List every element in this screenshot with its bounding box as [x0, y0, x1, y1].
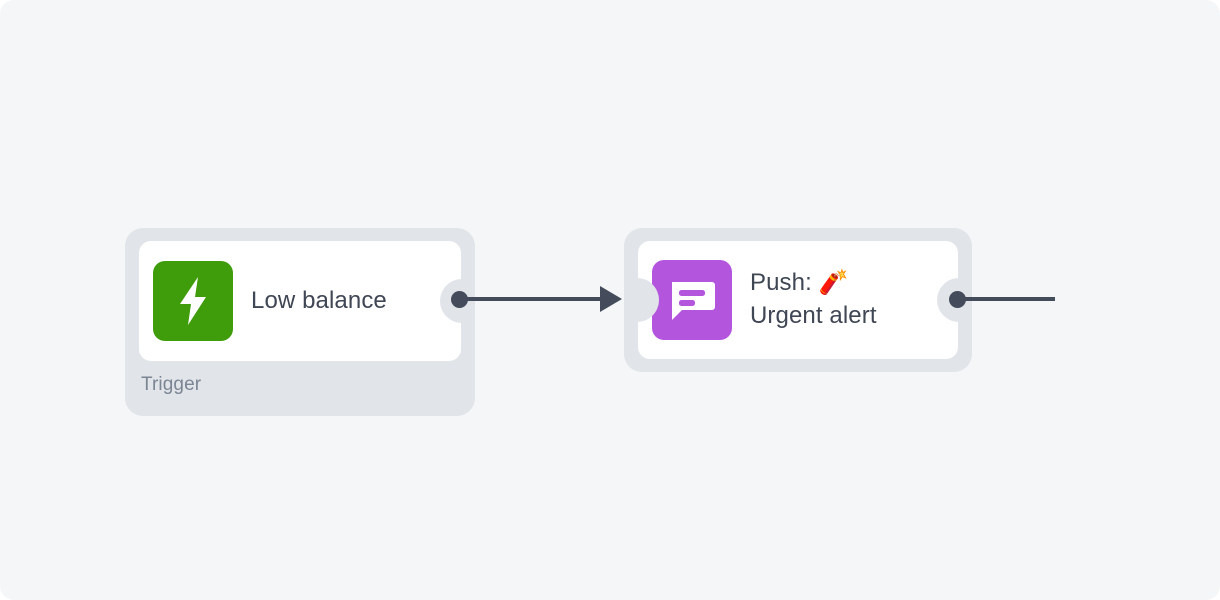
- push-output-port[interactable]: [949, 291, 966, 308]
- edge-push-outgoing-line: [960, 297, 1055, 301]
- push-node-card[interactable]: Push: 🧨 Urgent alert: [637, 241, 959, 359]
- lightning-bolt-icon: [153, 261, 233, 341]
- push-output-port-notch: [937, 278, 959, 322]
- trigger-output-port[interactable]: [451, 291, 468, 308]
- trigger-node-card[interactable]: Low balance: [139, 241, 462, 361]
- push-node-title: Push: 🧨 Urgent alert: [750, 269, 877, 329]
- speech-bubble-icon: [652, 260, 732, 340]
- workflow-node-push[interactable]: Push: 🧨 Urgent alert: [624, 228, 972, 372]
- edge-trigger-to-push-line: [462, 297, 604, 301]
- trigger-node-sublabel: Trigger: [141, 374, 202, 395]
- workflow-node-trigger[interactable]: Low balance Trigger: [125, 228, 475, 416]
- edge-trigger-to-push-arrowhead: [600, 286, 622, 312]
- trigger-node-title: Low balance: [251, 286, 387, 314]
- push-input-port-notch: [637, 278, 659, 322]
